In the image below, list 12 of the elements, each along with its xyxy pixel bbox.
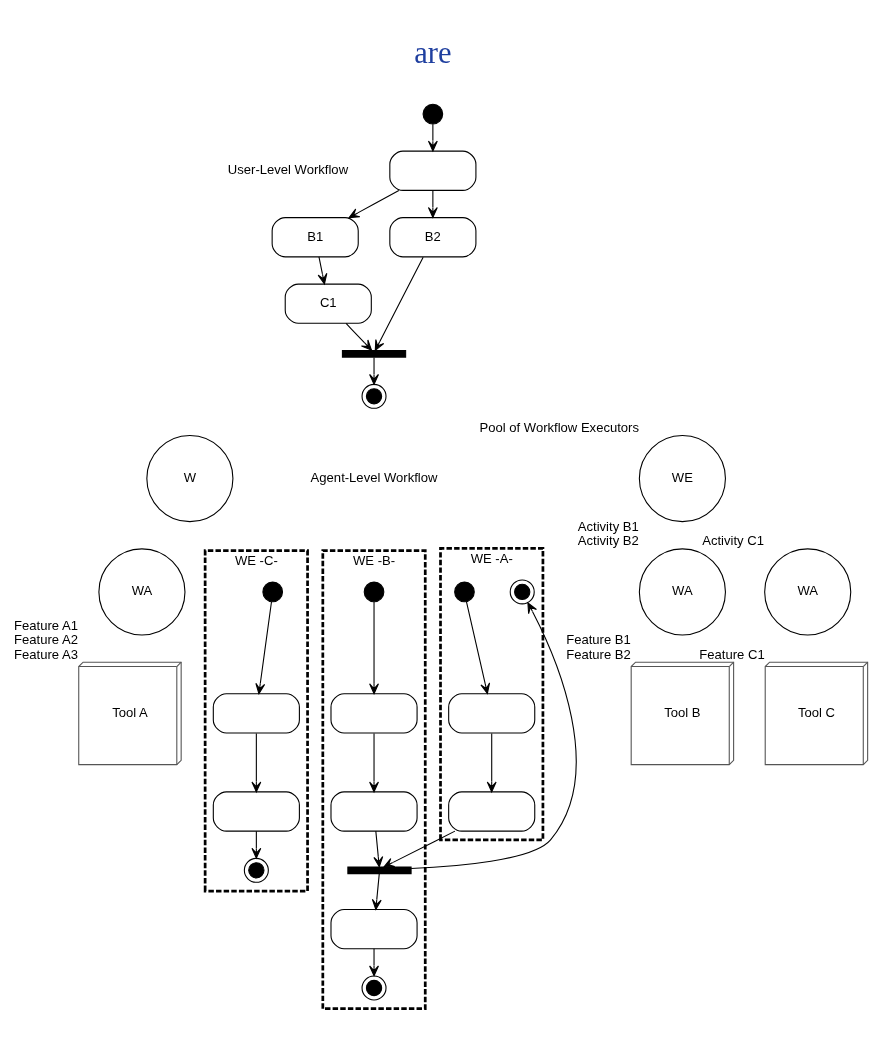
node-label: Feature B1 — [565, 631, 631, 647]
node-label: Feature B2 — [565, 646, 631, 661]
node-label: Activity C1 — [701, 532, 764, 548]
label: Agent-Level Workflow — [310, 469, 437, 485]
node-label: Feature A1 — [13, 617, 78, 633]
label: are — [413, 35, 451, 70]
label: User-Level Workflow — [227, 161, 348, 177]
node-label: Feature A2 — [13, 631, 78, 647]
node-label: Pool of Workflow Executors — [479, 419, 639, 435]
node-label: Feature A3 — [13, 646, 78, 661]
node-label: Activity B1 — [577, 518, 639, 534]
node-label: Feature C1 — [698, 646, 765, 661]
